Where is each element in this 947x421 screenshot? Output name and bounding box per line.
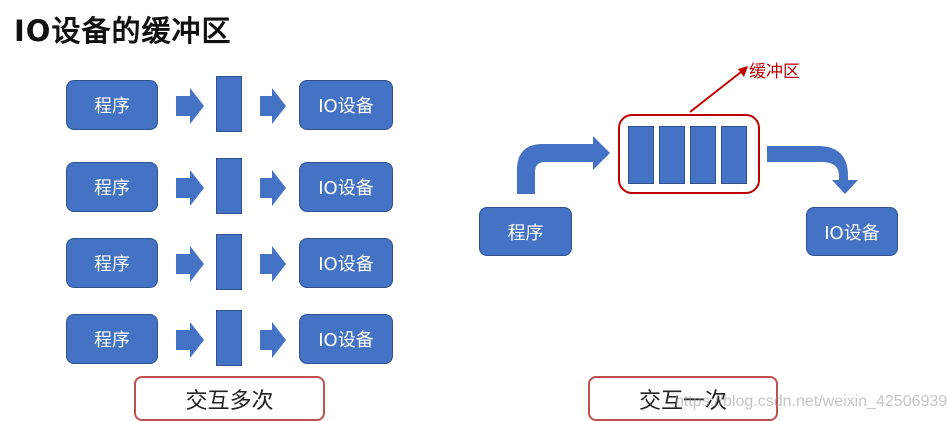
buffer-cell (659, 126, 685, 184)
program-box: 程序 (66, 80, 158, 130)
buffer-cell (721, 126, 747, 184)
buffer-cell (628, 126, 654, 184)
buffer-bar (216, 158, 242, 214)
program-box: 程序 (66, 162, 158, 212)
caption-multi-interaction: 交互多次 (134, 376, 325, 421)
watermark: https://blog.csdn.net/weixin_42506939 (675, 393, 947, 410)
program-box: 程序 (66, 314, 158, 364)
buffer-bar (216, 234, 242, 290)
io-device-box: IO设备 (299, 80, 393, 130)
caption-single-interaction: 交互一次 (588, 376, 778, 421)
buffer-bar (216, 310, 242, 366)
buffer-cell (690, 126, 716, 184)
buffer-bar (216, 76, 242, 132)
page-title: IO设备的缓冲区 (14, 14, 232, 48)
io-device-box: IO设备 (299, 314, 393, 364)
io-device-box: IO设备 (806, 207, 898, 256)
buffer-label: 缓冲区 (749, 62, 800, 82)
buffer-group (618, 114, 760, 194)
io-device-box: IO设备 (299, 162, 393, 212)
program-box: 程序 (479, 207, 572, 256)
program-box: 程序 (66, 238, 158, 288)
io-device-box: IO设备 (299, 238, 393, 288)
